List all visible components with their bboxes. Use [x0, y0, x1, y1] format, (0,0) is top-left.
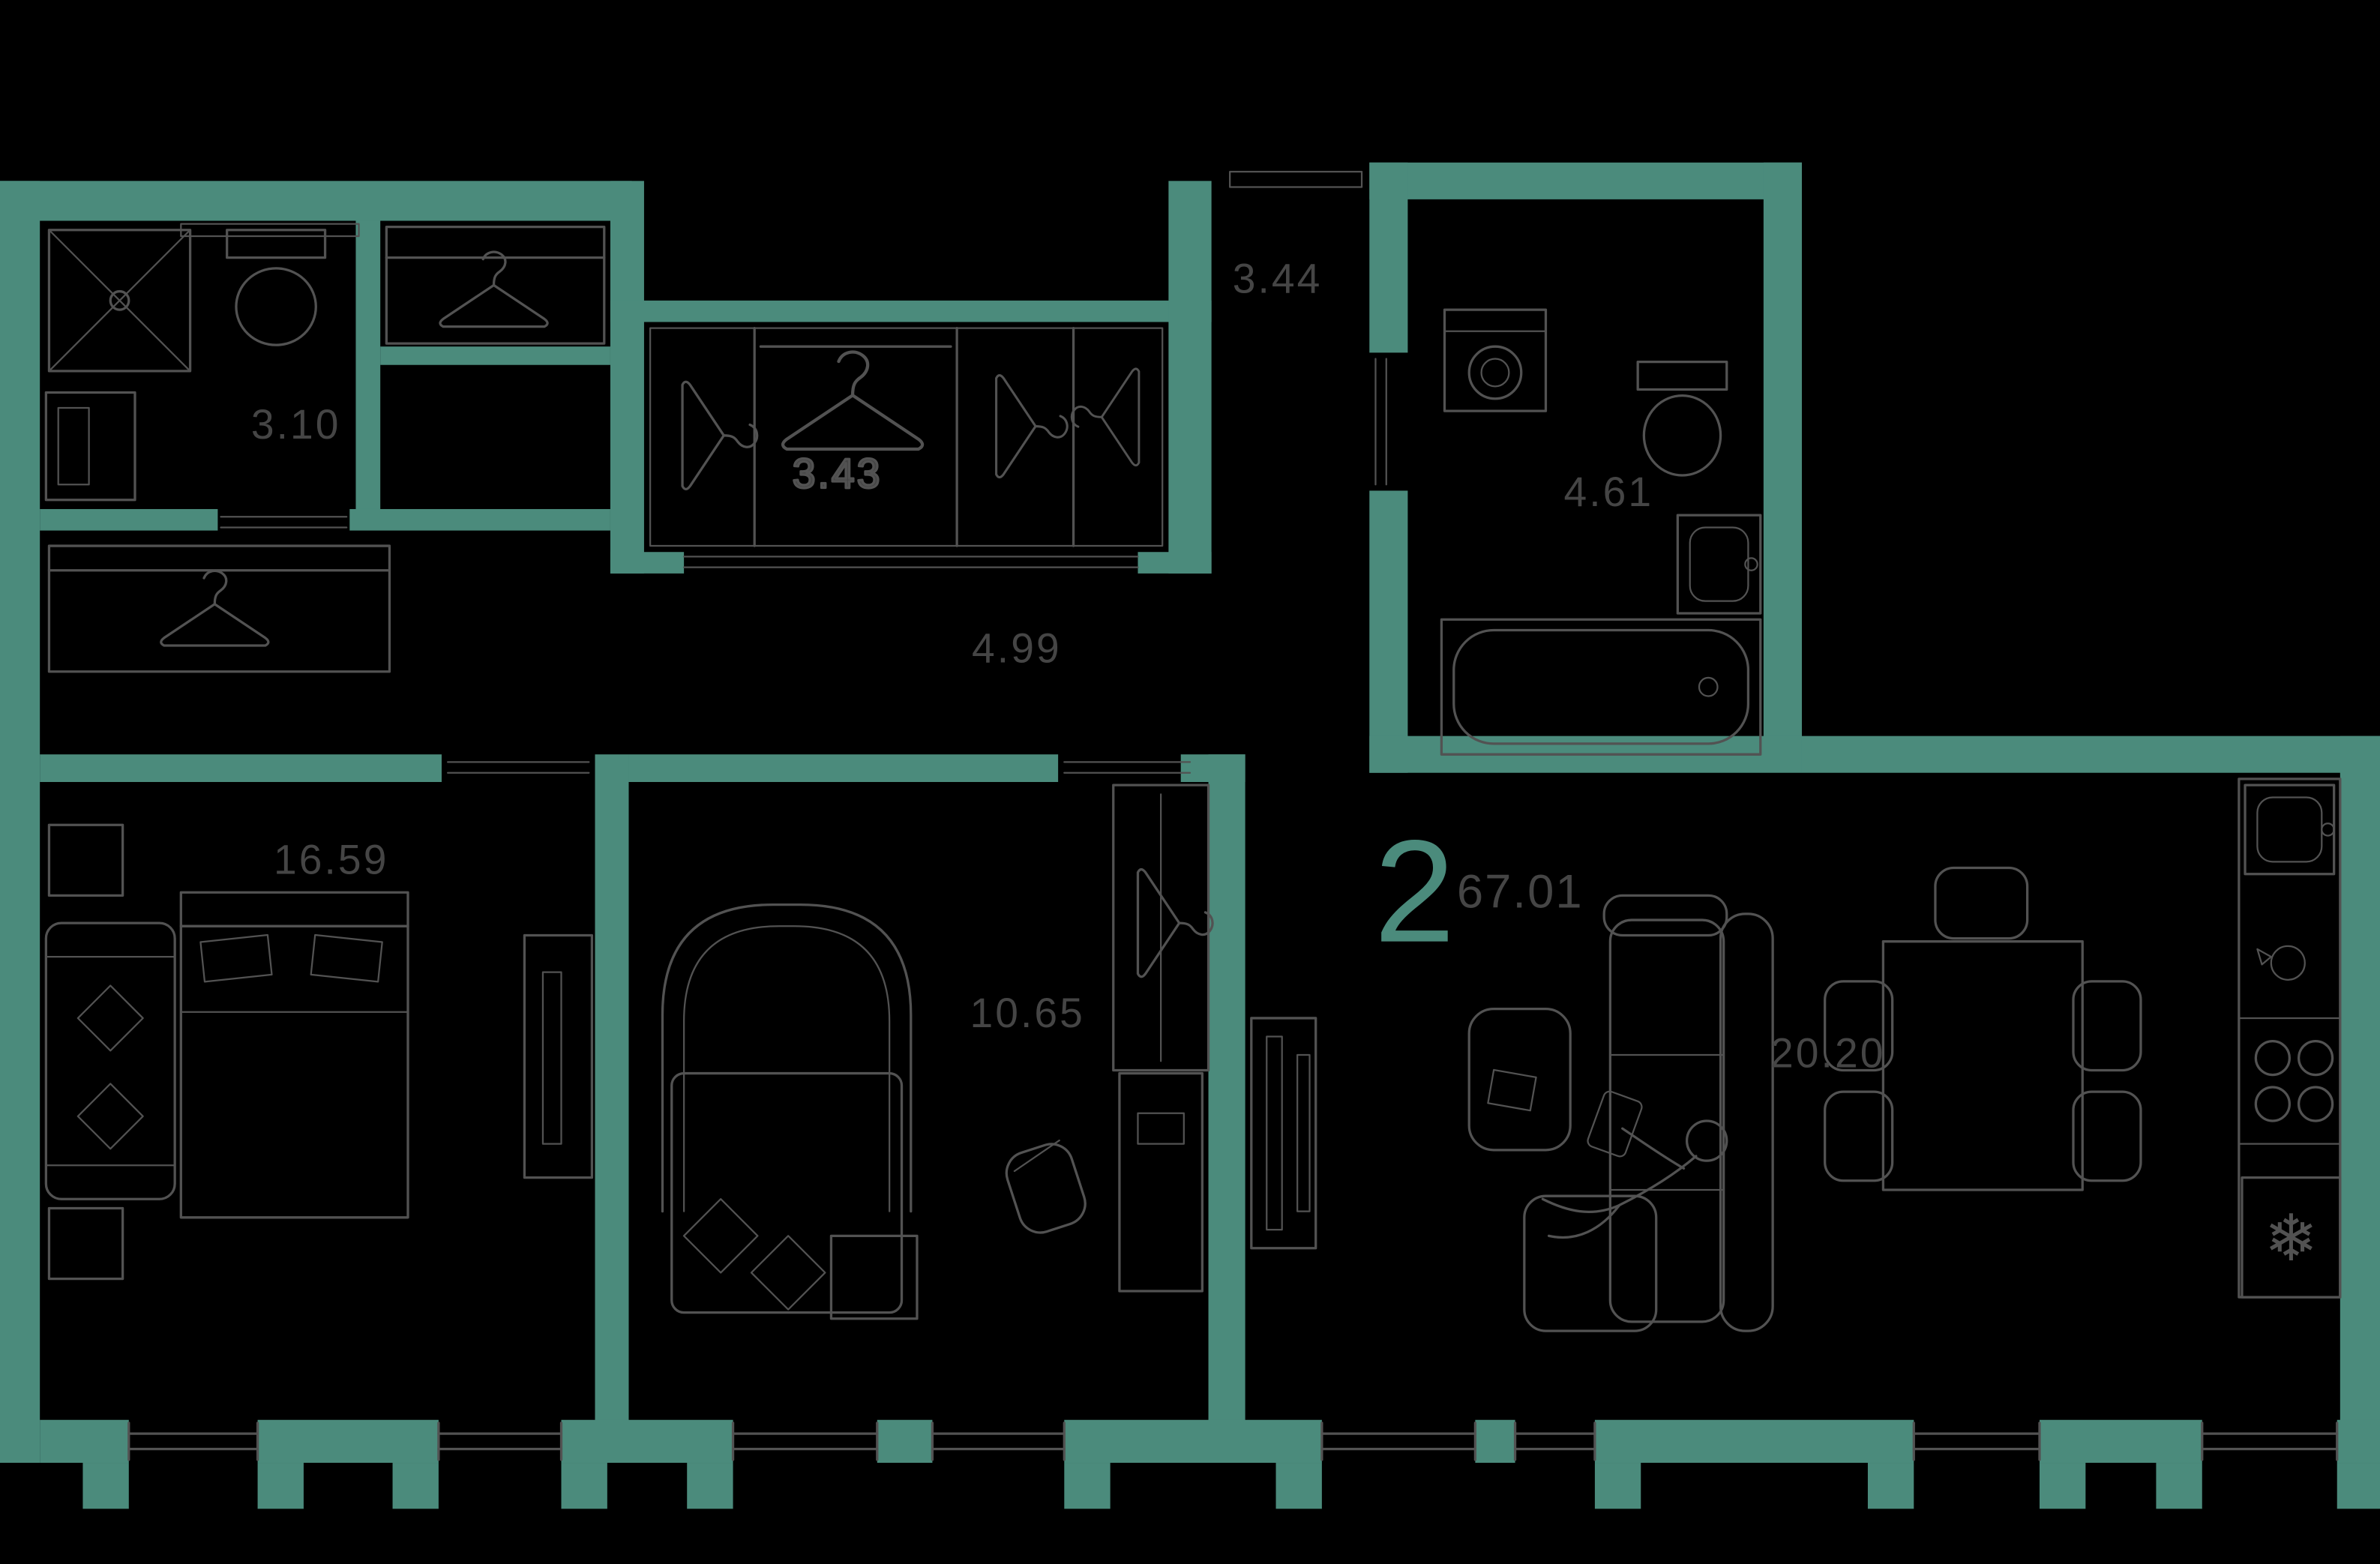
window: [1513, 1422, 1596, 1461]
desk-icon: [1118, 1071, 1203, 1293]
wardrobe-icon: [1112, 783, 1214, 1072]
hanger-icon: [439, 250, 549, 328]
pillow-icon: [76, 984, 144, 1052]
walls: [0, 162, 2380, 1509]
door-bedroom: [447, 761, 590, 774]
area-label-bedroom: 16.59: [274, 837, 388, 883]
coffee-table-icon: [1467, 1008, 1572, 1152]
tv-cabinet-icon: [1250, 1017, 1317, 1250]
sink-icon: [1676, 514, 1762, 615]
snowflake-icon: ❄: [2264, 1203, 2318, 1275]
couch-icon: [44, 921, 176, 1200]
monitor-icon: [1137, 1112, 1185, 1145]
pillow-icon: [682, 1198, 759, 1274]
apartment-total-area: 67.01: [1457, 866, 1584, 918]
room-bathroom-small: 3.10: [44, 223, 360, 529]
area-label-bathroom-large: 4.61: [1563, 469, 1653, 515]
dining-chair-icon: [2072, 980, 2142, 1072]
toilet-icon: [1636, 361, 1728, 477]
room-closet: 3.43: [649, 327, 1164, 568]
pillow-icon: [310, 933, 383, 983]
hanger-icon: [995, 373, 1069, 479]
corner-sofa-icon: [1523, 894, 1774, 1332]
nightstand-icon: [47, 1206, 124, 1281]
entry-coat-closet: [385, 226, 606, 345]
shower-icon: [47, 229, 192, 373]
area-label-child-room: 10.65: [970, 990, 1084, 1036]
room-bathroom-large: 4.61: [1374, 308, 1762, 756]
area-label-hallway: 4.99: [972, 625, 1062, 671]
door-child-room: [1063, 761, 1191, 774]
room-corridor: 3.44: [1229, 170, 1363, 302]
stove-icon: [2238, 1017, 2341, 1145]
kettle-icon: [2256, 945, 2306, 981]
window: [1320, 1422, 1477, 1461]
area-label-closet: 3.43: [793, 450, 883, 496]
pillow-icon: [750, 1235, 826, 1311]
pillow-icon: [199, 933, 273, 983]
wardrobe-icon: [47, 544, 391, 673]
hanger-icon: [1136, 867, 1214, 978]
door-bathroom-large: [1374, 358, 1387, 486]
bathtub-icon: [1440, 618, 1762, 756]
closet-outline: [649, 327, 1164, 547]
window: [437, 1422, 563, 1461]
apartment-rooms-count: 2: [1374, 810, 1455, 973]
dining-chair-icon: [2072, 1090, 2142, 1182]
door-bathroom-small: [220, 516, 348, 529]
hanger-icon: [681, 380, 759, 491]
coat-rack-icon: [385, 226, 606, 345]
sliding-door: [682, 556, 1139, 568]
side-table-icon: [829, 1234, 919, 1320]
window: [731, 1422, 879, 1461]
dining-chair-icon: [1934, 866, 2029, 940]
sofa-bed-icon: [661, 903, 913, 1314]
window: [1912, 1422, 2041, 1461]
room-bedroom: 16.59: [44, 823, 594, 1281]
hanger-icon: [1070, 367, 1141, 467]
room-living-kitchen: ❄ 2 67.01 20.20: [1250, 778, 2342, 1332]
washing-machine-icon: [1443, 308, 1548, 412]
desk-chair-icon: [1005, 1139, 1087, 1234]
window: [127, 1422, 259, 1461]
ottoman-icon: [1523, 1194, 1658, 1332]
area-label-corridor: 3.44: [1233, 256, 1323, 302]
dining-table-icon: [1824, 866, 2142, 1191]
kitchen-sink-icon: [2244, 783, 2336, 876]
burner-icon: [2254, 1039, 2291, 1077]
burner-icon: [2297, 1086, 2334, 1122]
nightstand-icon: [47, 823, 124, 897]
vanity-sink-icon: [44, 391, 136, 502]
bed-icon: [179, 891, 409, 1219]
pillow-icon: [76, 1083, 144, 1150]
kitchen-counter-icon: ❄: [2238, 778, 2342, 1299]
dining-chair-icon: [1824, 980, 1894, 1072]
window: [2201, 1422, 2339, 1461]
hanger-icon: [160, 569, 270, 647]
tablet-icon: [1587, 1090, 1643, 1158]
window: [931, 1422, 1066, 1461]
area-label-bathroom-small: 3.10: [251, 401, 341, 448]
dining-chair-icon: [1824, 1090, 1894, 1182]
toilet-icon: [226, 229, 327, 346]
hanger-icon: [783, 352, 922, 449]
area-label-living-kitchen: 20.20: [1770, 1029, 1885, 1076]
windows: [127, 1422, 2339, 1461]
burner-icon: [2297, 1039, 2334, 1077]
burner-icon: [2254, 1086, 2291, 1122]
tv-stand-icon: [523, 933, 594, 1179]
room-child: 10.65: [661, 761, 1214, 1320]
fridge-icon: ❄: [2241, 1176, 2342, 1299]
person-icon: [1541, 1090, 1728, 1239]
entrance-door: [1229, 170, 1363, 188]
room-hallway: 4.99: [47, 544, 1062, 774]
